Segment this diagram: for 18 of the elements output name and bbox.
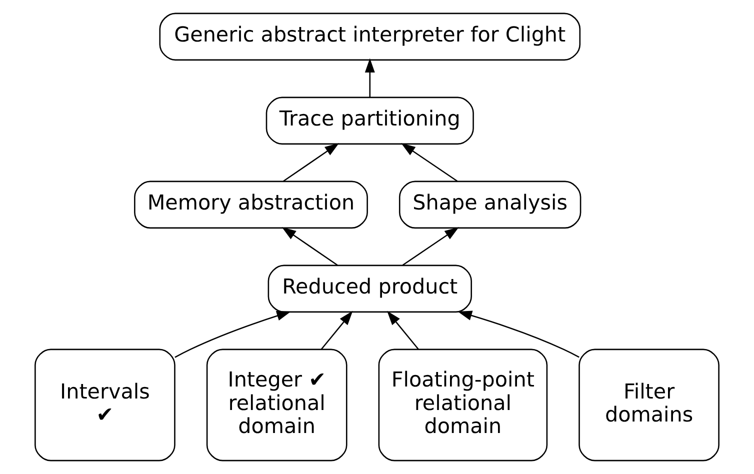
arrow <box>174 311 291 358</box>
arrow <box>387 310 419 350</box>
arrow <box>283 143 340 182</box>
arrow <box>282 227 338 266</box>
node-box: Filter domains <box>578 348 720 462</box>
arrow <box>320 310 353 350</box>
node-box: Floating-point relational domain <box>378 348 548 462</box>
node-box: Generic abstract interpreter for Clight <box>159 12 581 61</box>
arrow <box>402 227 459 266</box>
arrow <box>401 143 458 182</box>
node-box: Trace partitioning <box>266 96 474 145</box>
arrow <box>458 310 580 358</box>
node-box: Shape analysis <box>398 180 582 229</box>
node-box: Memory abstraction <box>134 180 368 229</box>
node-box: Integer ✔ relational domain <box>206 348 348 462</box>
arrow <box>364 58 375 98</box>
node-box: Reduced product <box>268 264 472 313</box>
node-box: Intervals ✔ <box>34 348 176 462</box>
